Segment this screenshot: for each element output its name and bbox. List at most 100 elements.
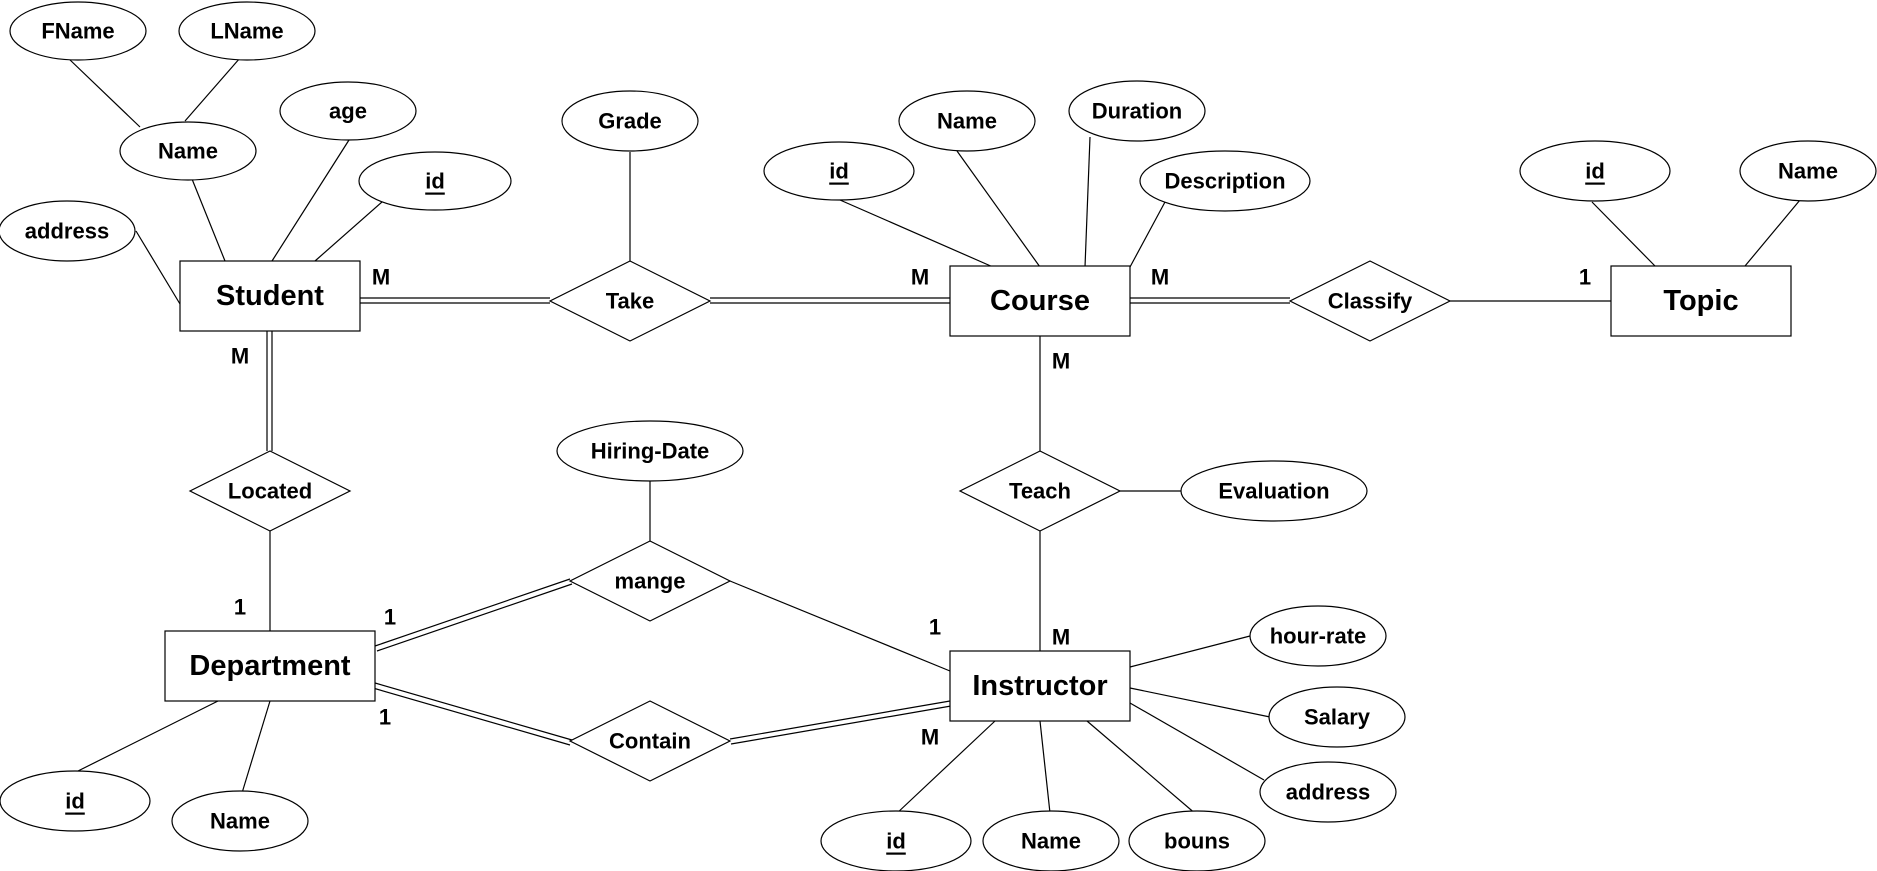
attribute-hour-rate-label: hour-rate: [1270, 624, 1367, 649]
attribute-grade-label: Grade: [598, 109, 662, 134]
attribute-topic-id: id: [1519, 140, 1671, 202]
attribute-bouns-label: bouns: [1164, 829, 1230, 854]
cardinality-course-classify: M: [1151, 265, 1169, 290]
attribute-instructor-address-label: address: [1286, 780, 1370, 805]
link-instructor-address: [1129, 702, 1265, 781]
cardinality-instructor-mange: 1: [929, 615, 941, 640]
attribute-department-id-label: id: [65, 789, 85, 814]
link-instructor-instrid: [894, 720, 996, 816]
link-topicname-topic: [1744, 199, 1801, 267]
attribute-topic-name: Name: [1739, 140, 1877, 202]
entity-student: Student: [179, 260, 361, 332]
attribute-department-name: Name: [171, 790, 309, 852]
connectors: [67, 57, 1801, 816]
attribute-instructor-id-label: id: [886, 829, 906, 854]
attribute-hour-rate: hour-rate: [1249, 605, 1387, 667]
link-department-deptname: [241, 700, 271, 794]
attribute-age: age: [279, 81, 417, 141]
attribute-course-id-label: id: [829, 159, 849, 184]
link-department-mange-b: [376, 583, 573, 652]
attribute-description: Description: [1139, 150, 1311, 212]
entity-department-label: Department: [189, 650, 350, 682]
attribute-student-address: address: [0, 200, 136, 262]
link-topicid-topic: [1591, 201, 1656, 267]
link-id-student: [314, 201, 383, 262]
cardinality-student-located: M: [231, 344, 249, 369]
entity-topic: Topic: [1610, 265, 1792, 337]
cardinality-department-mange: 1: [384, 605, 396, 630]
link-age-student: [271, 139, 350, 262]
link-lname-name: [184, 57, 241, 122]
cardinality-instructor-contain: M: [921, 725, 939, 750]
attribute-student-name: Name: [119, 121, 257, 181]
attribute-duration: Duration: [1068, 80, 1206, 142]
cardinality-course-teach: M: [1052, 349, 1070, 374]
attribute-salary: Salary: [1268, 686, 1406, 748]
relationship-teach: Teach: [958, 450, 1122, 532]
cardinality-student-take: M: [372, 265, 390, 290]
attribute-instructor-id: id: [820, 810, 972, 871]
entity-instructor-label: Instructor: [972, 670, 1107, 702]
attribute-lname-label: LName: [210, 19, 283, 44]
attribute-student-id: id: [358, 151, 512, 211]
attribute-course-name: Name: [898, 90, 1036, 152]
link-instructor-salary: [1129, 687, 1271, 718]
link-fname-name: [67, 57, 141, 128]
attribute-grade: Grade: [561, 90, 699, 152]
entity-course: Course: [949, 265, 1131, 337]
cardinality-department-located: 1: [234, 595, 246, 620]
link-instructor-bouns: [1086, 720, 1198, 816]
attribute-hiring-date: Hiring-Date: [556, 420, 744, 482]
link-department-mange-a: [374, 578, 571, 647]
attribute-bouns: bouns: [1128, 810, 1266, 871]
relationship-classify-label: Classify: [1328, 289, 1413, 314]
link-name-student: [191, 178, 226, 262]
attribute-evaluation: Evaluation: [1180, 460, 1368, 522]
attribute-topic-name-label: Name: [1778, 159, 1838, 184]
attribute-student-name-label: Name: [158, 139, 218, 164]
relationship-mange: mange: [568, 540, 732, 622]
attribute-salary-label: Salary: [1304, 705, 1371, 730]
entity-topic-label: Topic: [1663, 285, 1738, 317]
relationship-teach-label: Teach: [1009, 479, 1071, 504]
cardinality-labels: M M M 1 M M 1 1 1 M 1 M: [231, 265, 1591, 750]
attribute-student-id-label: id: [425, 169, 445, 194]
attribute-instructor-name-label: Name: [1021, 829, 1081, 854]
link-description-course: [1129, 201, 1166, 268]
relationship-take-label: Take: [606, 289, 655, 314]
attribute-fname-label: FName: [41, 19, 114, 44]
relationship-classify: Classify: [1288, 260, 1452, 342]
link-contain-instructor-a: [729, 700, 951, 740]
attribute-course-id: id: [763, 141, 915, 201]
attribute-description-label: Description: [1164, 169, 1285, 194]
attribute-department-id: id: [0, 770, 151, 832]
relationship-take: Take: [548, 260, 712, 342]
attribute-evaluation-label: Evaluation: [1218, 479, 1329, 504]
link-department-contain-b: [372, 687, 571, 746]
attribute-instructor-address: address: [1259, 761, 1397, 823]
attribute-course-name-label: Name: [937, 109, 997, 134]
attribute-department-name-label: Name: [210, 809, 270, 834]
attribute-instructor-name: Name: [982, 810, 1120, 871]
attribute-hiring-date-label: Hiring-Date: [591, 439, 710, 464]
entity-instructor: Instructor: [949, 650, 1131, 722]
link-courseid-course: [839, 199, 994, 268]
link-duration-course: [1084, 136, 1091, 268]
entity-department: Department: [164, 630, 376, 702]
cardinality-course-take: M: [911, 265, 929, 290]
entity-course-label: Course: [990, 285, 1090, 317]
relationship-contain: Contain: [568, 700, 732, 782]
attribute-student-address-label: address: [25, 219, 109, 244]
link-instructor-hourrate: [1129, 635, 1251, 668]
relationship-located: Located: [188, 450, 352, 532]
attribute-duration-label: Duration: [1092, 99, 1182, 124]
relationship-contain-label: Contain: [609, 729, 691, 754]
attribute-age-label: age: [329, 99, 367, 124]
link-department-deptid: [69, 700, 219, 776]
link-address-student: [135, 230, 181, 305]
cardinality-topic-classify: 1: [1579, 265, 1591, 290]
attribute-lname: LName: [178, 1, 316, 61]
link-mange-instructor: [729, 580, 951, 672]
link-coursename-course: [956, 150, 1041, 268]
